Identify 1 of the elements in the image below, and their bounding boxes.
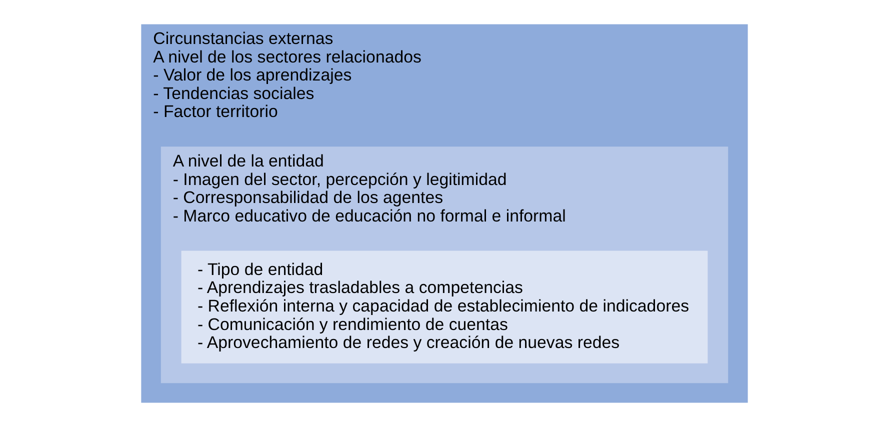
node-box: - Tipo de entidad - Aprendizajes trasladables a competencias - Reflexión interna y capacidad de establecimiento de indicadores - Comunicación y rendimiento de cuentas - Aprovechamiento de redes y creación de nuevas redes [180, 250, 708, 364]
